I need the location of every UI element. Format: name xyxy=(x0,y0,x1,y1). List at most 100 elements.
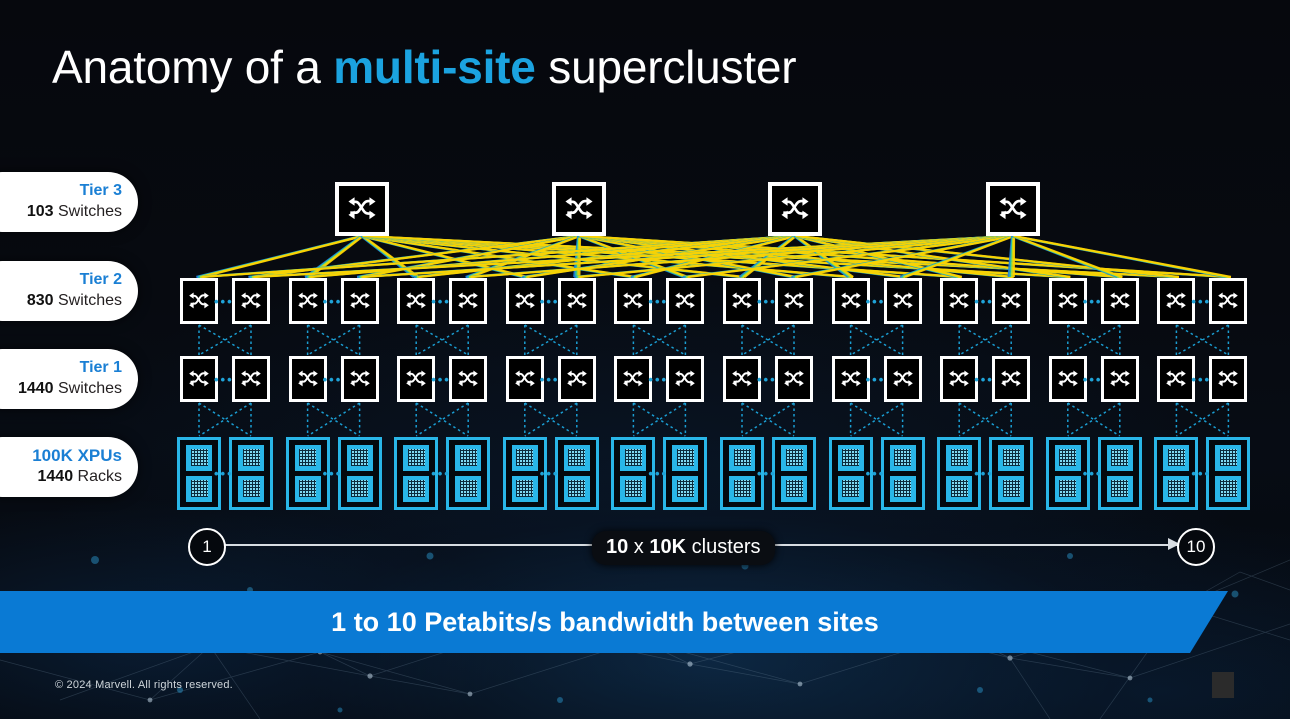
topology-link xyxy=(527,234,797,279)
topology-link xyxy=(415,234,795,279)
topology-link xyxy=(579,234,1015,279)
server-rack-icon xyxy=(1215,444,1242,471)
topology-link xyxy=(418,234,797,279)
topology-link xyxy=(250,234,579,279)
topology-link xyxy=(198,402,252,437)
server-rack-icon xyxy=(186,475,212,502)
topology-link xyxy=(525,234,796,279)
tier-label-tier-3: Tier 3 103 Switches xyxy=(0,172,138,232)
server-rack-icon xyxy=(238,475,264,502)
tier1-ellipsis-5: ••• xyxy=(648,372,669,387)
topology-link xyxy=(467,234,1013,279)
server-rack-icon xyxy=(998,444,1025,471)
server-rack-icon xyxy=(1163,475,1190,502)
topology-link xyxy=(794,234,1014,279)
topology-link xyxy=(794,234,1176,279)
topology-link xyxy=(360,235,415,278)
server-rack-icon xyxy=(186,444,212,471)
topology-link xyxy=(1012,234,1120,279)
topology-link xyxy=(307,402,361,437)
topology-link xyxy=(795,234,1069,279)
tier1-ellipsis-9: ••• xyxy=(1082,372,1103,387)
topology-link xyxy=(795,234,963,279)
rack-ellipsis-4: ••• xyxy=(539,466,560,481)
topology-link xyxy=(470,234,1015,279)
topology-link xyxy=(304,234,795,279)
tier1-switch-11 xyxy=(723,356,761,402)
topology-link xyxy=(850,324,903,356)
tier2-ellipsis-3: ••• xyxy=(431,294,451,309)
server-rack-icon xyxy=(403,475,430,502)
topology-link xyxy=(1176,324,1229,356)
xpus-value: 1440 Racks xyxy=(0,466,123,487)
topology-link xyxy=(415,324,469,356)
tier1-switch-7 xyxy=(505,356,544,402)
tier1-ellipsis-3: ••• xyxy=(431,372,451,387)
topology-link xyxy=(577,234,1009,279)
topology-link xyxy=(577,234,1226,279)
topology-link xyxy=(1010,235,1015,278)
topology-link xyxy=(360,234,1014,279)
topology-link xyxy=(795,234,1071,279)
title-highlight: multi-site xyxy=(333,41,536,93)
server-rack-icon xyxy=(946,444,973,471)
tier-2-count: 830 xyxy=(26,292,54,309)
topology-link xyxy=(574,235,580,278)
topology-link xyxy=(958,324,1012,356)
server-rack-icon xyxy=(238,444,264,471)
topology-link xyxy=(253,234,1015,279)
rack-3 xyxy=(285,436,330,510)
topology-link xyxy=(413,234,795,279)
server-rack-icon xyxy=(1106,475,1133,502)
topology-link xyxy=(362,234,743,279)
rack-7 xyxy=(502,436,547,510)
title-prefix: Anatomy of a xyxy=(52,41,334,93)
topology-link xyxy=(415,402,469,437)
topology-link xyxy=(248,234,579,279)
topology-link xyxy=(362,234,528,279)
topology-link xyxy=(361,234,581,279)
tier1-switch-20 xyxy=(1209,356,1248,402)
tier2-switch-1 xyxy=(180,278,218,324)
topology-link xyxy=(304,235,362,278)
rack-14 xyxy=(880,436,925,510)
tier2-ellipsis-8: ••• xyxy=(974,294,994,309)
server-rack-icon xyxy=(672,475,699,502)
rack-16 xyxy=(989,436,1034,510)
topology-link xyxy=(793,234,1066,279)
server-rack-icon xyxy=(1215,475,1242,502)
tier2-ellipsis-4: ••• xyxy=(539,294,560,309)
topology-link xyxy=(309,235,364,278)
topology-link xyxy=(743,235,797,278)
server-rack-icon xyxy=(889,444,916,471)
rack-8 xyxy=(554,436,599,510)
topology-link xyxy=(793,234,1174,279)
tier-2-name: Tier 2 xyxy=(79,271,122,288)
topology-link xyxy=(742,235,797,278)
tier2-switch-9 xyxy=(614,278,653,324)
topology-link xyxy=(1175,402,1229,437)
topology-link xyxy=(687,234,1015,279)
tier2-switch-11 xyxy=(723,278,761,324)
topology-link xyxy=(1067,324,1121,356)
topology-link xyxy=(579,234,796,279)
server-rack-icon xyxy=(511,475,538,502)
tier2-switch-4 xyxy=(340,278,379,324)
topology-link xyxy=(250,234,1013,279)
tier2-switch-18 xyxy=(1100,278,1139,324)
topology-link xyxy=(198,234,795,279)
topology-link xyxy=(575,234,1013,279)
server-rack-icon xyxy=(1106,444,1133,471)
topology-link xyxy=(362,234,852,279)
topology-link xyxy=(579,234,1014,279)
tier1-ellipsis-4: ••• xyxy=(539,372,560,387)
topology-link xyxy=(578,234,687,279)
topology-link xyxy=(465,234,579,279)
tier2-switch-14 xyxy=(883,278,922,324)
topology-link xyxy=(251,234,580,279)
rack-ellipsis-10: ••• xyxy=(1191,466,1212,481)
tier2-ellipsis-6: ••• xyxy=(757,294,777,309)
topology-link xyxy=(632,402,686,437)
tier2-switch-3 xyxy=(288,278,327,324)
